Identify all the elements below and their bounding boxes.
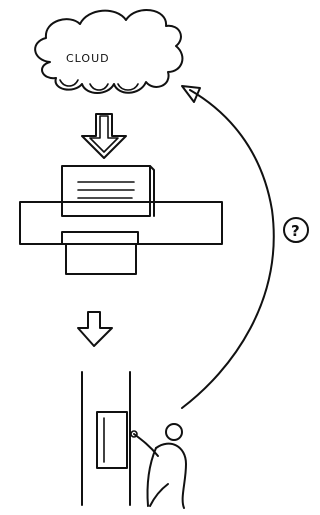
return-arrow	[182, 86, 274, 408]
printer-device	[20, 166, 222, 274]
question-mark-icon: ?	[284, 218, 308, 242]
person-at-kiosk	[82, 372, 186, 508]
down-arrow-small-icon	[78, 312, 112, 346]
question-mark-text: ?	[291, 222, 300, 240]
down-arrow-icon	[82, 114, 126, 158]
cloud-label: CLOUD	[66, 52, 110, 65]
